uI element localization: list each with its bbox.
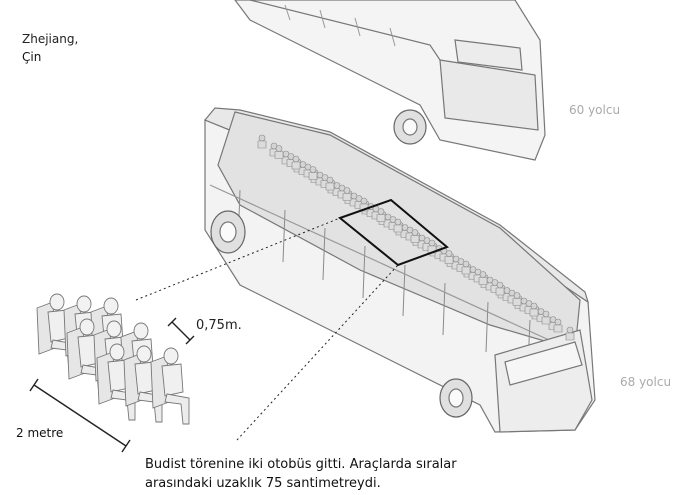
- bus-passenger: [291, 155, 301, 170]
- bus-passenger: [565, 326, 575, 341]
- bus-passenger: [325, 176, 335, 191]
- bus-68-capacity-label: 68 yolcu: [620, 375, 672, 389]
- width-label: 2 metre: [16, 426, 64, 440]
- seated-passenger: [150, 347, 190, 425]
- seated-passenger: [36, 293, 76, 371]
- bus-passenger: [512, 292, 522, 306]
- bus-60-passengers: [234, 0, 546, 161]
- bus-passenger: [400, 224, 410, 238]
- zoomed-seat-group: [36, 293, 190, 425]
- bus-passenger: [495, 281, 505, 296]
- bus-passenger: [332, 182, 342, 196]
- zoom-connector-lines: [135, 217, 399, 441]
- row-spacing-marker: [167, 317, 195, 345]
- bus-passenger: [529, 302, 539, 317]
- location-country: Çin: [22, 50, 42, 64]
- bus-passenger: [553, 318, 563, 333]
- location-city: Zhejiang,: [22, 32, 79, 46]
- bus-passenger: [502, 287, 512, 301]
- bus-passenger: [388, 216, 398, 230]
- bus-passenger: [444, 250, 454, 264]
- bus-passenger: [376, 208, 386, 222]
- bus-passenger: [393, 218, 403, 233]
- bus-passenger: [257, 134, 267, 149]
- row-spacing-label: 0,75m.: [196, 318, 242, 333]
- bus-passenger: [461, 260, 471, 275]
- highlight-box: [337, 198, 449, 267]
- bus-passenger: [541, 310, 551, 325]
- seated-passenger: [96, 343, 136, 421]
- bus-passenger-crowd: [257, 134, 575, 341]
- bus-passenger: [308, 166, 318, 180]
- bus-passenger: [410, 229, 420, 243]
- caption-text: Budist törenine iki otobüs gitti. Araçla…: [145, 457, 457, 491]
- width-marker: [29, 378, 131, 453]
- bus-passenger: [478, 271, 488, 285]
- bus-68-passengers: [204, 107, 596, 433]
- bus-passenger: [274, 145, 284, 159]
- bus-60-capacity-label: 60 yolcu: [569, 103, 621, 117]
- bus-passenger: [342, 187, 352, 201]
